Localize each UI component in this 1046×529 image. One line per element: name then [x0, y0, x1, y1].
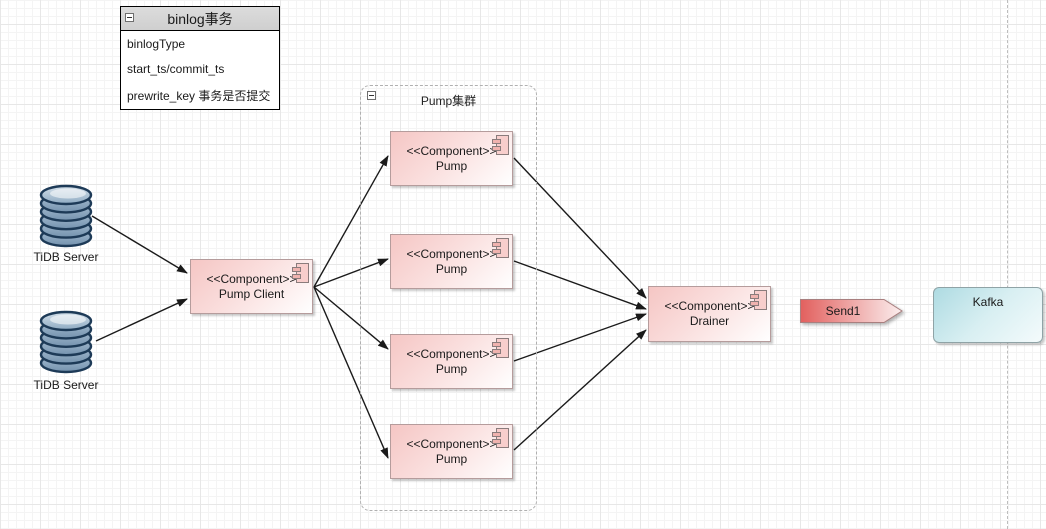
component-stereotype: <<Component>>	[406, 246, 497, 261]
pump-cluster-title: Pump集群	[420, 94, 477, 108]
note-row: binlogType	[127, 36, 186, 51]
component-icon	[292, 263, 309, 283]
note-title: binlog事务	[167, 10, 233, 27]
database-icon	[39, 184, 93, 248]
send-arrow-shape[interactable]: Send1	[800, 299, 903, 323]
connector-tidb2-to-client[interactable]	[95, 298, 188, 342]
note-row: start_ts/commit_ts	[127, 61, 225, 76]
pump-client-component[interactable]: <<Component>> Pump Client	[190, 259, 313, 314]
component-icon	[492, 238, 509, 258]
binlog-note-box[interactable]: binlog事务 binlogType start_ts/commit_ts p…	[120, 6, 280, 110]
component-name: Pump	[435, 451, 468, 466]
pump-component-4[interactable]: <<Component>> Pump	[390, 424, 513, 479]
pump-component-3[interactable]: <<Component>> Pump	[390, 334, 513, 389]
pump-component-1[interactable]: <<Component>> Pump	[390, 131, 513, 186]
note-row: prewrite_key 事务是否提交	[127, 89, 271, 104]
component-icon	[750, 290, 767, 310]
kafka-box[interactable]: Kafka	[933, 287, 1043, 343]
collapse-icon[interactable]	[367, 91, 376, 100]
kafka-label: Kafka	[972, 295, 1004, 309]
component-stereotype: <<Component>>	[406, 346, 497, 361]
component-stereotype: <<Component>>	[664, 299, 755, 313]
component-stereotype: <<Component>>	[206, 271, 297, 286]
binlog-note-header: binlog事务	[121, 7, 279, 31]
pump-cluster-container[interactable]: Pump集群	[360, 85, 537, 511]
database-icon	[39, 310, 93, 374]
pump-component-2[interactable]: <<Component>> Pump	[390, 234, 513, 289]
component-name: Pump	[435, 361, 468, 376]
component-icon	[492, 135, 509, 155]
component-name: Drainer	[689, 314, 730, 328]
page-boundary-divider	[1007, 0, 1008, 529]
tidb-server-1[interactable]: TiDB Server	[34, 184, 98, 264]
component-stereotype: <<Component>>	[406, 143, 497, 158]
component-icon	[492, 428, 509, 448]
tidb-server-2[interactable]: TiDB Server	[34, 310, 98, 392]
binlog-note-body: binlogType start_ts/commit_ts prewrite_k…	[121, 31, 279, 110]
collapse-icon[interactable]	[125, 13, 134, 22]
send-arrow-label: Send1	[825, 304, 861, 318]
component-name: Pump Client	[218, 286, 285, 301]
component-name: Pump	[435, 261, 468, 276]
tidb-server-label: TiDB Server	[33, 250, 99, 264]
send-arrow-icon	[800, 299, 903, 323]
tidb-server-label: TiDB Server	[33, 378, 99, 392]
connector-tidb1-to-client[interactable]	[91, 215, 188, 274]
component-stereotype: <<Component>>	[406, 436, 497, 451]
drainer-component[interactable]: <<Component>> Drainer	[648, 286, 771, 342]
component-name: Pump	[435, 158, 468, 173]
component-icon	[492, 338, 509, 358]
